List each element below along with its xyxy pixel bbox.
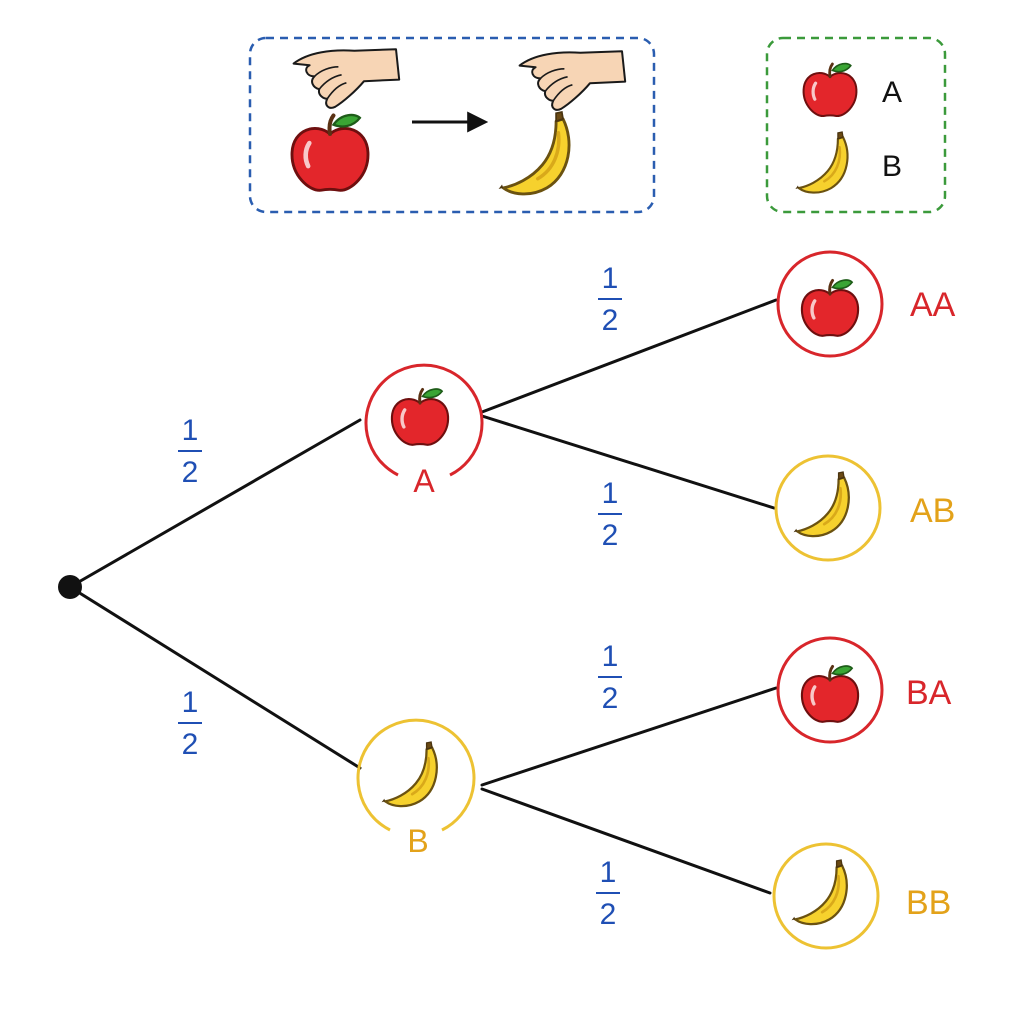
key-box-border	[765, 36, 947, 214]
draw-box-border	[248, 36, 656, 214]
outcome-aa-label: AA	[910, 286, 956, 324]
probability-denominator: 2	[602, 682, 619, 715]
probability-root-a: 1 2	[178, 414, 202, 489]
outcome-aa: AA	[776, 250, 956, 358]
probability-denominator: 2	[600, 898, 617, 931]
branch-a-ab	[480, 414, 776, 510]
key-box: A B	[765, 36, 947, 214]
probability-a-aa: 1 2	[598, 262, 622, 337]
draw-illustration-box	[248, 36, 656, 214]
root-node	[58, 575, 82, 599]
outcome-bb: BB	[772, 842, 951, 950]
probability-a-ab: 1 2	[598, 477, 622, 552]
outcome-ba-ring	[776, 636, 884, 744]
probability-denominator: 2	[182, 728, 199, 761]
banana-icon	[496, 110, 571, 196]
outcome-ba: BA	[776, 636, 952, 744]
banana-icon	[792, 470, 851, 538]
node-b: B	[356, 718, 476, 859]
hand-icon	[292, 48, 401, 109]
probability-root-b: 1 2	[178, 686, 202, 761]
probability-numerator: 1	[602, 477, 619, 510]
outcome-bb-ring	[772, 842, 880, 950]
apple-icon	[292, 115, 368, 190]
apple-icon	[800, 278, 860, 338]
node-a: A	[364, 363, 484, 499]
probability-denominator: 2	[602, 304, 619, 337]
probability-denominator: 2	[182, 456, 199, 489]
probability-numerator: 1	[182, 414, 199, 447]
key-apple-label: A	[882, 76, 902, 109]
outcome-ab-label: AB	[910, 492, 955, 530]
probability-numerator: 1	[602, 262, 619, 295]
probability-b-bb: 1 2	[596, 856, 620, 931]
branch-root-b	[68, 585, 362, 770]
branch-b-bb	[480, 787, 772, 895]
branch-a-aa	[480, 298, 778, 414]
banana-icon	[380, 740, 439, 808]
probability-numerator: 1	[182, 686, 199, 719]
probability-b-ba: 1 2	[598, 640, 622, 715]
probability-numerator: 1	[602, 640, 619, 673]
branch-b-ba	[480, 686, 778, 787]
probability-numerator: 1	[600, 856, 617, 889]
apple-icon	[390, 387, 450, 447]
node-b-label: B	[407, 823, 428, 859]
apple-icon	[800, 664, 860, 724]
probability-denominator: 2	[602, 519, 619, 552]
outcome-ba-label: BA	[906, 674, 952, 712]
key-banana-icon	[794, 130, 849, 194]
key-apple-icon	[801, 62, 859, 118]
outcome-ab: AB	[774, 454, 955, 562]
outcome-aa-ring	[776, 250, 884, 358]
outcome-ab-ring	[774, 454, 882, 562]
node-a-ring	[364, 363, 484, 477]
tree-branches	[68, 298, 778, 895]
branch-root-a	[68, 418, 362, 589]
banana-icon	[790, 858, 849, 926]
node-b-ring	[356, 718, 476, 832]
key-banana-label: B	[882, 150, 902, 183]
outcome-bb-label: BB	[906, 884, 951, 922]
node-a-label: A	[413, 463, 435, 499]
hand-icon	[518, 50, 627, 111]
